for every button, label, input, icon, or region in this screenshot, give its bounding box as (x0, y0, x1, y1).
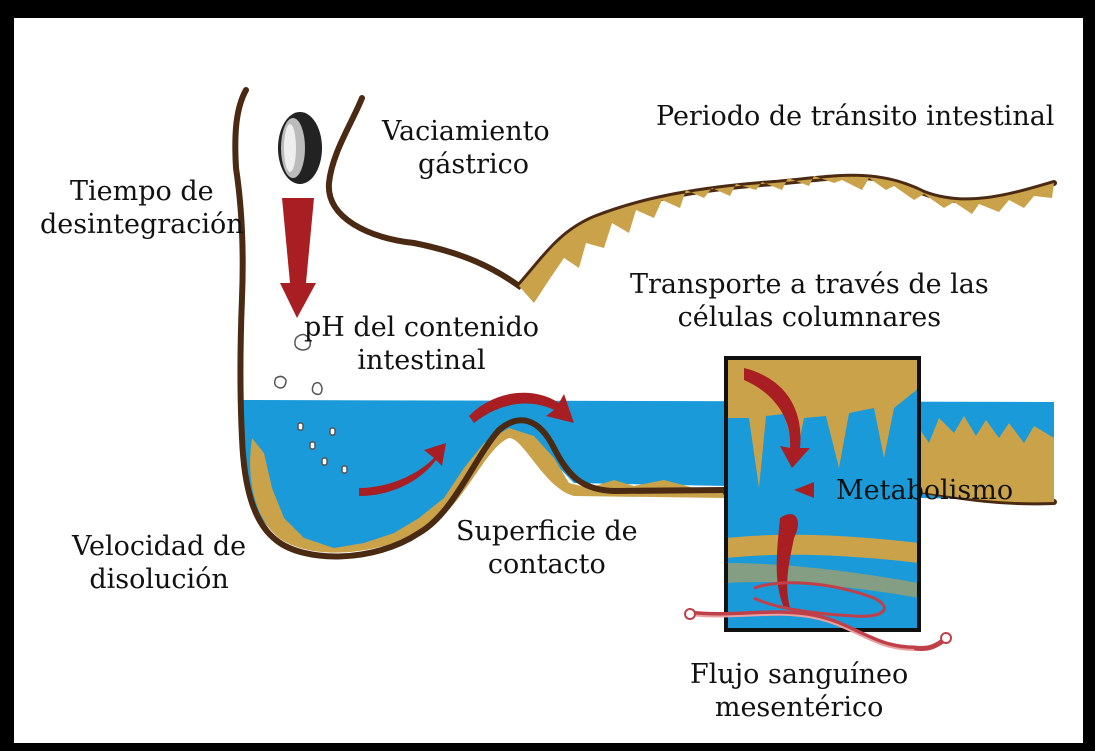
label-line: mesentérico (690, 691, 908, 724)
label-line: pH del contenido (304, 311, 539, 344)
label-line: Metabolismo (836, 474, 1013, 507)
label-velocidad-disolucion: Velocidad de disolución (72, 530, 246, 596)
label-line: Flujo sanguíneo (690, 658, 908, 691)
label-line: Periodo de tránsito intestinal (656, 100, 1054, 133)
label-line: Superficie de (456, 515, 638, 548)
label-flujo-sanguineo: Flujo sanguíneo mesentérico (690, 658, 908, 724)
label-line: gástrico (382, 148, 550, 181)
label-line: células columnares (630, 301, 989, 334)
label-line: Transporte a través de las (630, 268, 989, 301)
label-line: Velocidad de (72, 530, 246, 563)
label-line: Vaciamiento (382, 115, 550, 148)
label-line: Tiempo de (40, 175, 244, 208)
label-metabolismo: Metabolismo (836, 474, 1013, 507)
tablet-icon (278, 112, 322, 184)
label-transporte-celulas: Transporte a través de las células colum… (630, 268, 989, 334)
label-superficie-contacto: Superficie de contacto (456, 515, 638, 581)
label-line: desintegración (40, 208, 244, 241)
descent-arrow (280, 198, 316, 318)
label-tiempo-desintegracion: Tiempo de desintegración (40, 175, 244, 241)
label-line: disolución (72, 563, 246, 596)
label-vaciamiento-gastrico: Vaciamiento gástrico (382, 115, 550, 181)
label-periodo-transito: Periodo de tránsito intestinal (656, 100, 1054, 133)
label-ph-contenido: pH del contenido intestinal (304, 311, 539, 377)
figure-frame: Vaciamiento gástrico Periodo de tránsito… (14, 18, 1083, 743)
label-line: intestinal (304, 344, 539, 377)
label-line: contacto (456, 548, 638, 581)
